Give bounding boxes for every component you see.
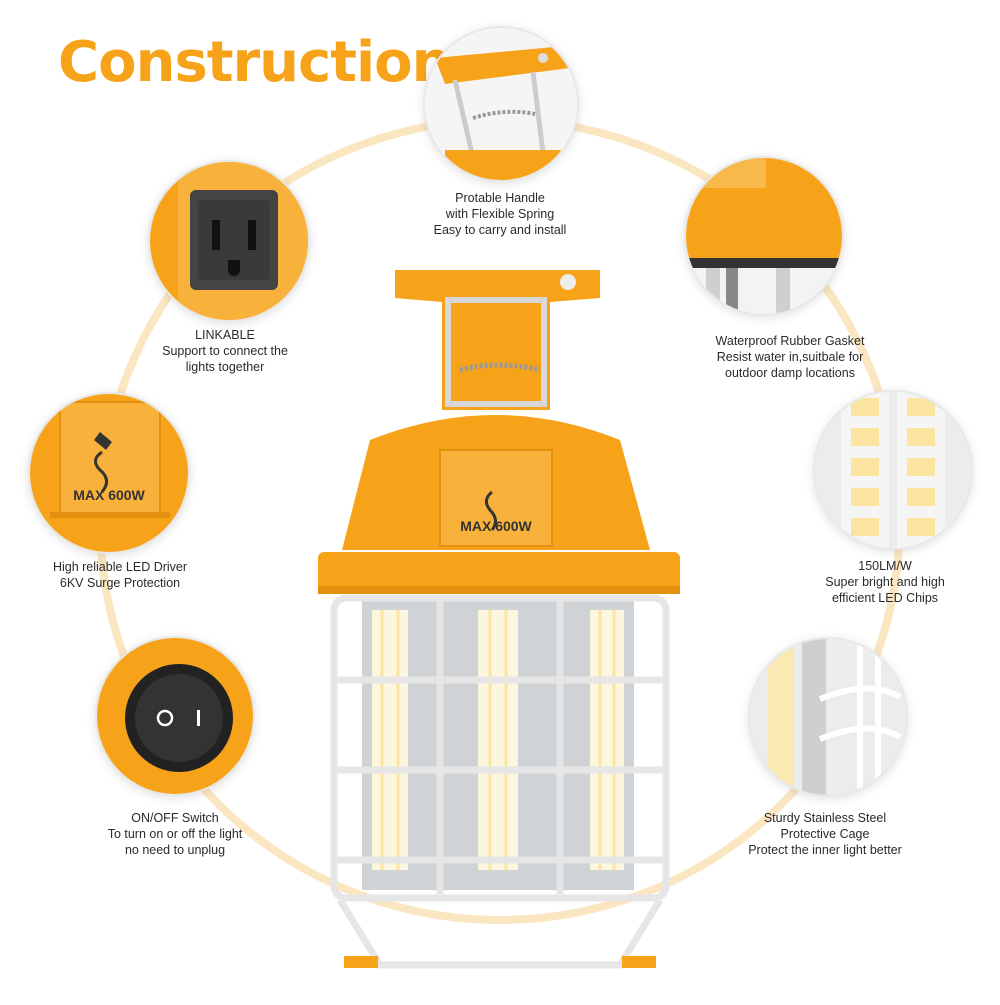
chips-callout <box>813 390 973 550</box>
chips-caption: 150LM/W Super bright and high efficient … <box>825 559 945 605</box>
power-switch-icon <box>97 638 253 794</box>
led-chip-icon <box>815 392 971 548</box>
page-title: Construction <box>58 30 452 95</box>
gasket-caption: Waterproof Rubber Gasket Resist water in… <box>715 334 865 380</box>
cage-icon <box>750 639 906 795</box>
linkable-caption: LINKABLE Support to connect the lights t… <box>162 328 288 374</box>
gasket-icon <box>686 158 842 314</box>
cage-callout <box>748 637 908 797</box>
handle-callout <box>423 26 579 182</box>
gasket-callout <box>684 156 844 316</box>
work-light-product: MAX 600W <box>300 260 700 1000</box>
driver-callout: MAX 600W <box>28 392 190 554</box>
product-badge: MAX 600W <box>460 518 532 534</box>
outlet-callout <box>148 160 310 322</box>
handle-grip <box>395 270 600 410</box>
switch-callout <box>95 636 255 796</box>
switch-caption: ON/OFF Switch To turn on or off the ligh… <box>107 811 243 857</box>
handle-icon <box>425 28 577 180</box>
plug-icon <box>30 394 188 552</box>
outlet-icon <box>150 162 308 320</box>
driver-caption: High reliable LED Driver 6KV Surge Prote… <box>52 560 188 590</box>
work-light-illustration <box>318 270 680 969</box>
cage-caption: Sturdy Stainless Steel Protective Cage P… <box>748 811 902 857</box>
driver-badge: MAX 600W <box>73 487 145 503</box>
handle-caption: Protable Handle with Flexible Spring Eas… <box>433 191 567 237</box>
